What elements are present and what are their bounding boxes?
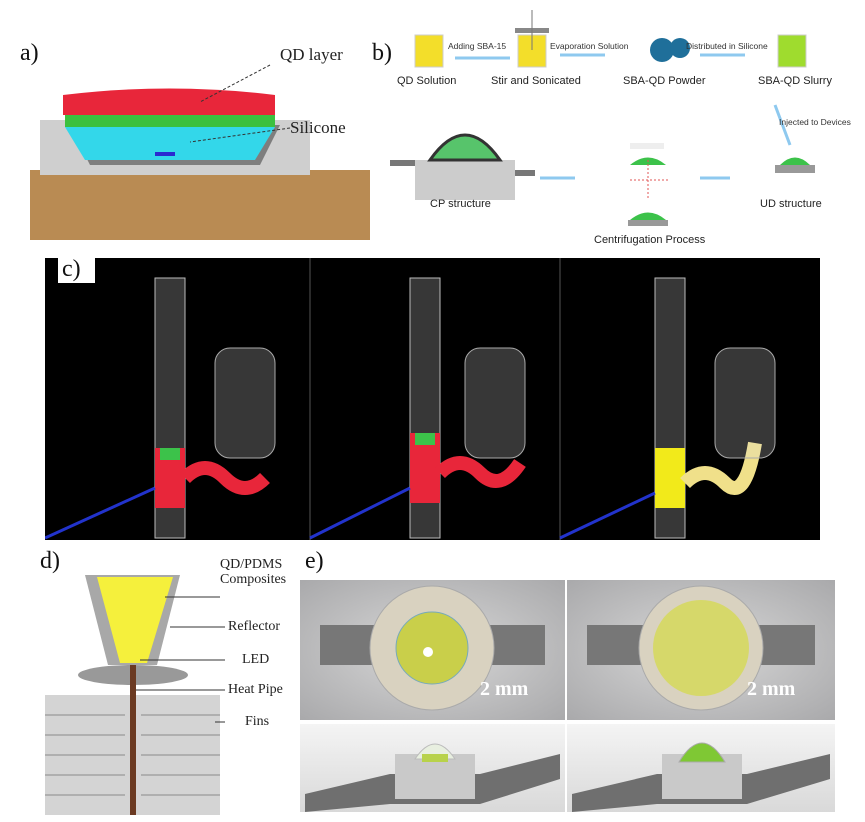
qd-layer-red bbox=[63, 88, 275, 115]
panel-a-led-cross-section bbox=[30, 64, 370, 240]
reflector-label: Reflector bbox=[228, 619, 281, 635]
silicone-cyan bbox=[65, 127, 275, 160]
silicone-label: Silicone bbox=[290, 118, 346, 137]
fins-label: Fins bbox=[245, 714, 270, 730]
sba-qd-powder-label: SBA-QD Powder bbox=[623, 75, 706, 87]
panel-b-label: b) bbox=[372, 40, 392, 66]
panel-e-label: e) bbox=[303, 548, 334, 575]
adding-sba15-label: Adding SBA-15 bbox=[448, 41, 507, 51]
panel-d-led-heatpipe-diagram bbox=[45, 575, 225, 815]
led-label: LED bbox=[242, 652, 270, 668]
heat-pipe bbox=[130, 665, 136, 815]
panel-c-simulation-images bbox=[44, 258, 820, 540]
qd-solution-label: QD Solution bbox=[397, 75, 457, 87]
panel-d-label: d) bbox=[40, 548, 60, 574]
qd-layer-green bbox=[65, 115, 275, 127]
render-led-cp bbox=[567, 724, 835, 812]
panel-b-process-diagram bbox=[390, 10, 815, 226]
sim-frame-2 bbox=[309, 277, 526, 540]
photo-led-cp: 2 mm bbox=[567, 580, 835, 720]
qd-pdms-label-line2: Composites bbox=[220, 572, 287, 587]
centrifugation-label: Centrifugation Process bbox=[594, 234, 706, 246]
sim-frame-1 bbox=[44, 277, 276, 540]
qd-layer-label: QD layer bbox=[280, 45, 343, 64]
scale-bar-label-right: 2 mm bbox=[747, 678, 796, 700]
panel-a-label: a) bbox=[20, 40, 39, 66]
sim-frame-3 bbox=[559, 277, 776, 540]
panel-c-label: c) bbox=[58, 256, 95, 283]
qd-pdms-composite bbox=[97, 577, 173, 663]
render-led-ud bbox=[300, 724, 565, 812]
sba-qd-slurry-label: SBA-QD Slurry bbox=[758, 75, 832, 87]
photo-led-ud: 2 mm bbox=[300, 580, 565, 720]
substrate bbox=[30, 170, 370, 240]
led-chip bbox=[155, 152, 175, 156]
cp-structure-label: CP structure bbox=[430, 198, 491, 210]
ud-structure-label: UD structure bbox=[760, 198, 822, 210]
scale-bar-label-left: 2 mm bbox=[480, 678, 529, 700]
distributed-label: Distributed in Silicone bbox=[686, 41, 768, 51]
injected-label: Injected to Devices bbox=[779, 117, 851, 127]
evaporation-label: Evaporation Solution bbox=[550, 41, 629, 51]
heat-pipe-label: Heat Pipe bbox=[228, 682, 283, 698]
stir-sonicated-label: Stir and Sonicated bbox=[491, 75, 581, 87]
qd-pdms-label-line1: QD/PDMS bbox=[220, 557, 283, 572]
